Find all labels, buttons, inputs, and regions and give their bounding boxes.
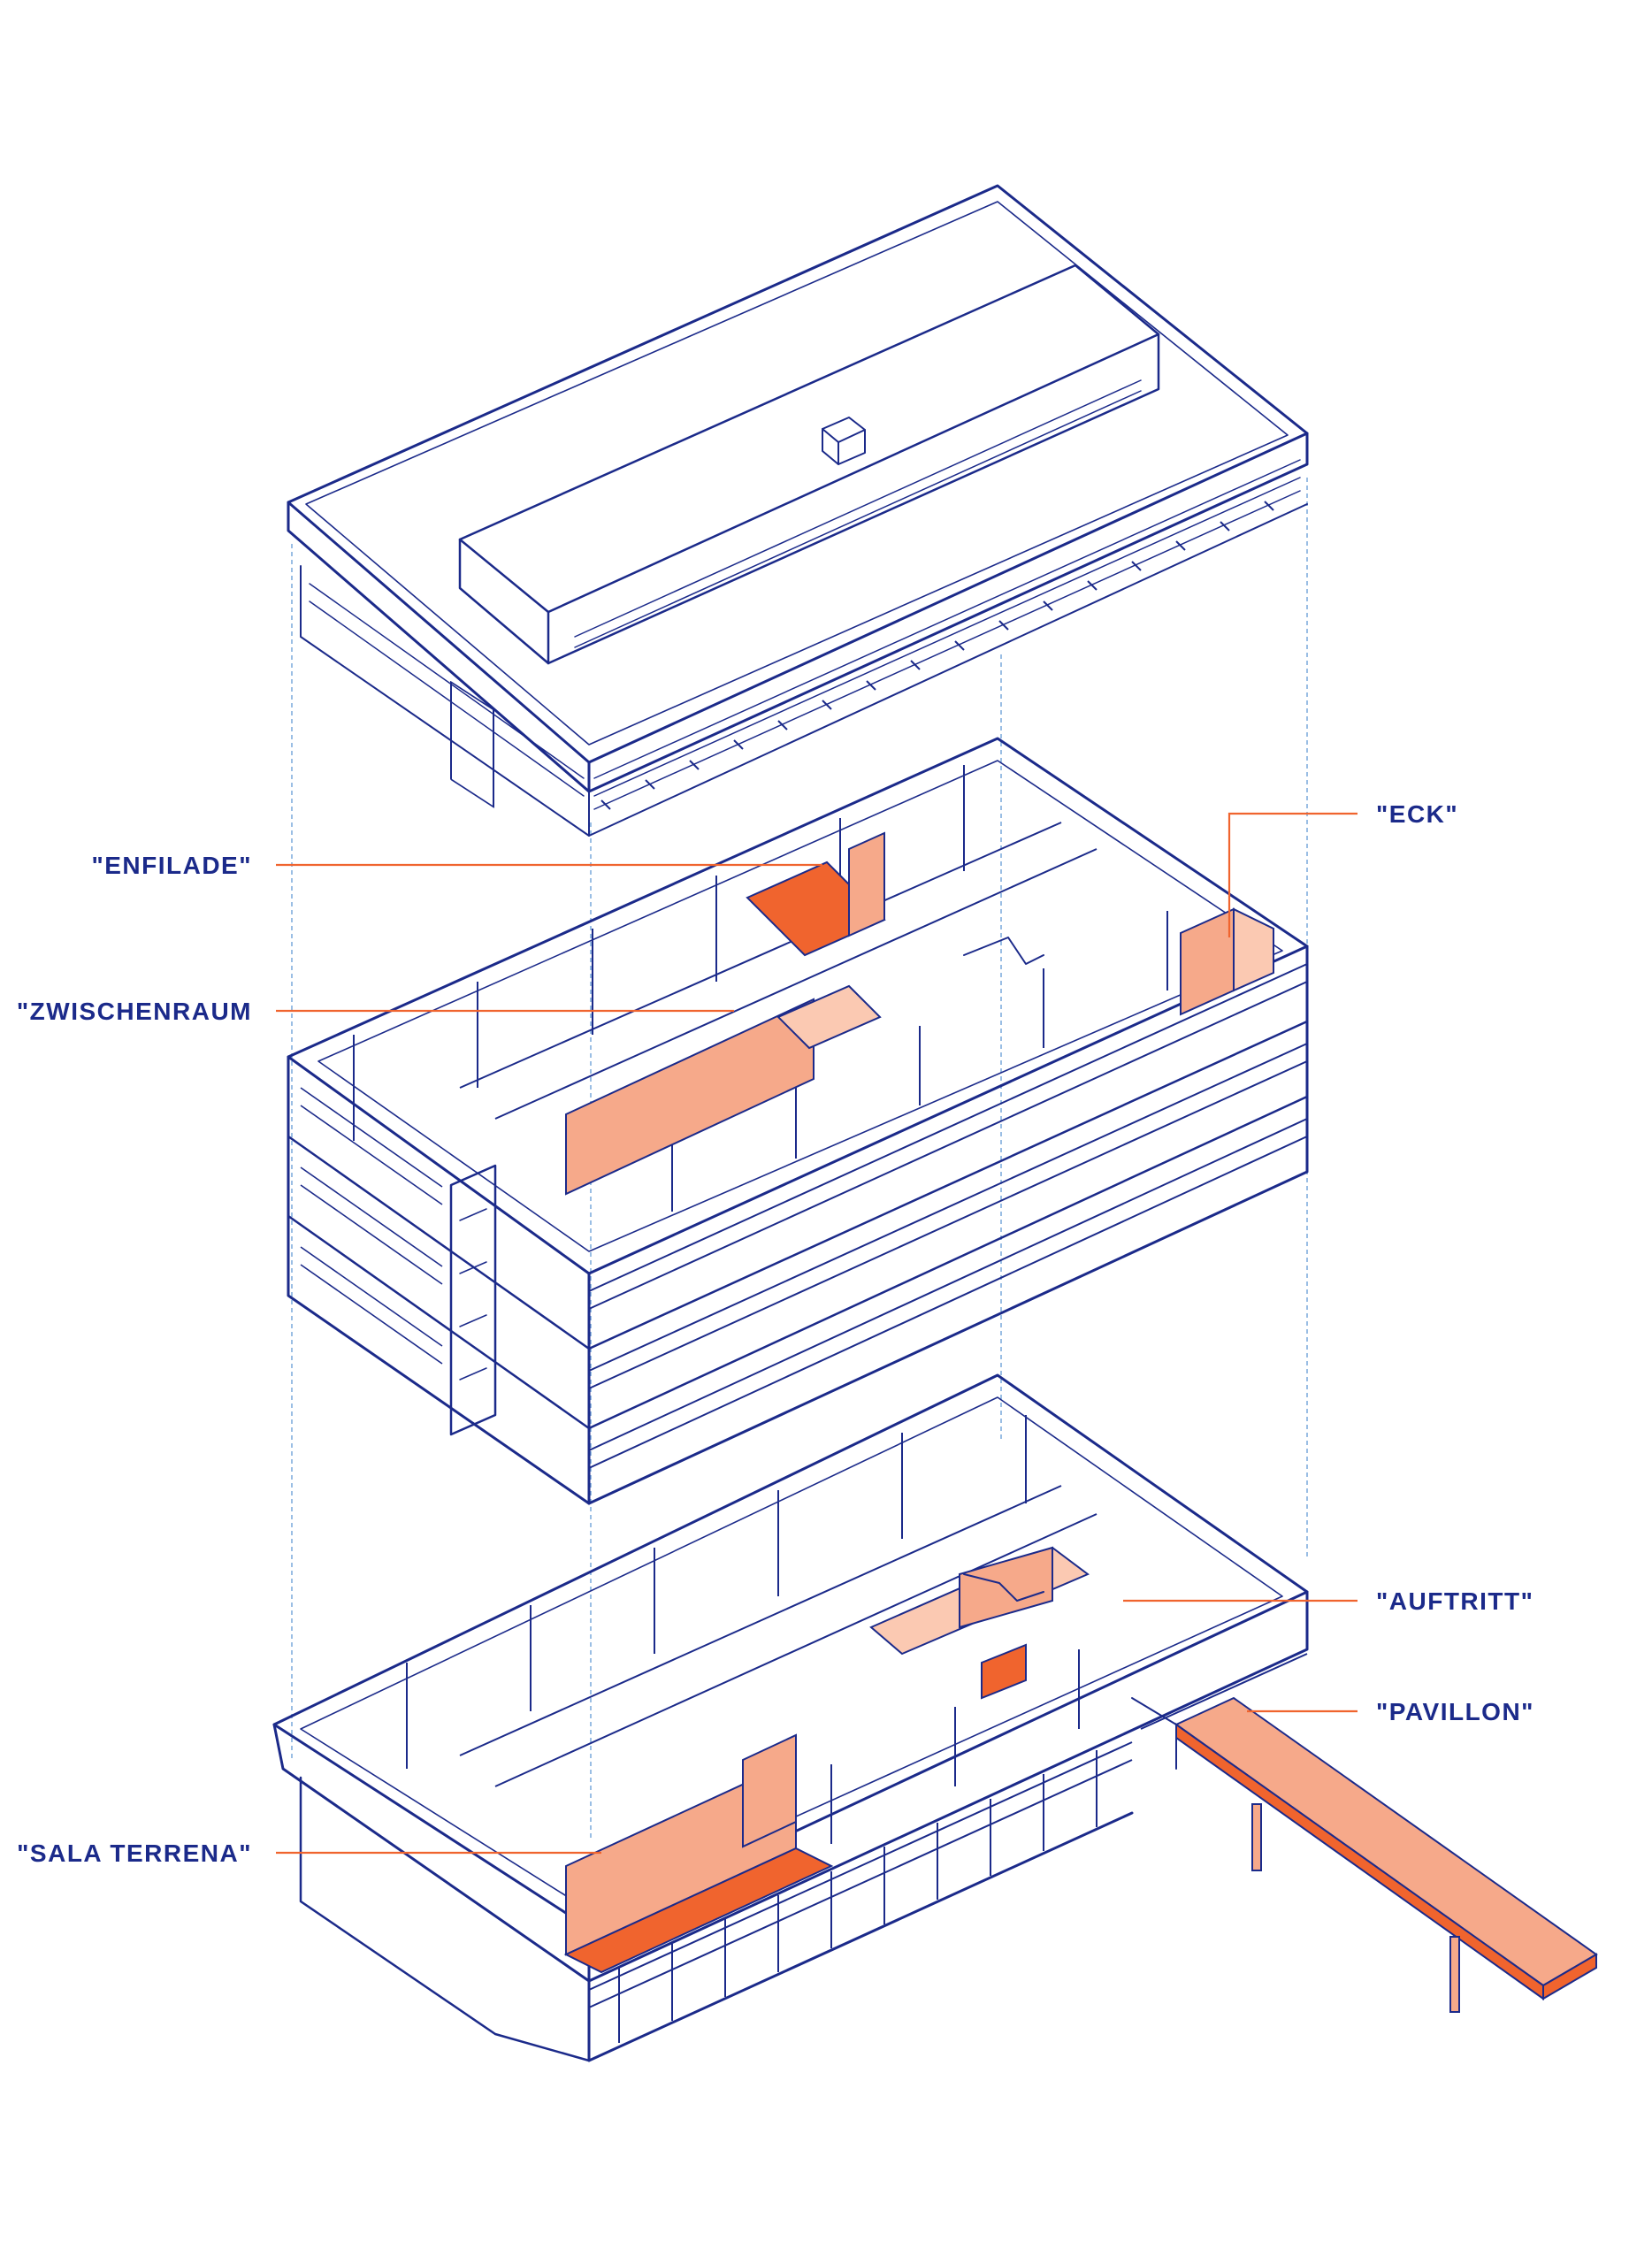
upper-partitions — [353, 765, 1168, 1212]
alignment-guides — [291, 478, 1308, 1840]
label-zwischenraum: "ZWISCHENRAUM — [17, 998, 252, 1025]
zwischenraum-wall — [565, 998, 815, 1196]
roof-louvres — [600, 501, 1274, 810]
facade-louvre-bands — [588, 963, 1308, 1469]
annotation-eck: "ECK" — [1228, 800, 1458, 937]
eck-floor — [1233, 907, 1274, 992]
annotation-auftritt: "AUFTRITT" — [1123, 1587, 1533, 1615]
auftritt-stair — [981, 1643, 1027, 1700]
annotation-enfilade: "ENFILADE" — [91, 852, 822, 879]
ground-floor — [272, 1373, 1309, 2062]
zwischenraum-room — [776, 984, 882, 1050]
label-auftritt: "AUFTRITT" — [1376, 1587, 1533, 1615]
label-eck: "ECK" — [1376, 800, 1458, 828]
sala-terrena-floor — [563, 1847, 834, 1974]
ground-partitions — [406, 1415, 1098, 1901]
annotation-pavillon: "PAVILLON" — [1247, 1698, 1534, 1725]
ground-glazing — [588, 1653, 1308, 2043]
enfilade-wall — [848, 831, 885, 937]
eck-wall — [1180, 907, 1235, 1016]
annotation-zwischenraum: "ZWISCHENRAUM — [17, 998, 734, 1025]
label-enfilade: "ENFILADE" — [91, 852, 252, 879]
side-windows — [300, 1087, 443, 1365]
pavillon-ramp — [1131, 1696, 1598, 2013]
auftritt-wall — [959, 1546, 1053, 1629]
rooftop-structure — [458, 264, 1160, 665]
roof-window-band — [309, 459, 1301, 810]
roof-level — [287, 184, 1309, 837]
sala-terrena-side — [742, 1733, 797, 1848]
label-sala-terrena: "SALA TERRENA" — [17, 1840, 252, 1867]
upper-floors — [287, 737, 1309, 1505]
annotation-sala-terrena: "SALA TERRENA" — [17, 1840, 601, 1867]
label-pavillon: "PAVILLON" — [1376, 1698, 1534, 1725]
